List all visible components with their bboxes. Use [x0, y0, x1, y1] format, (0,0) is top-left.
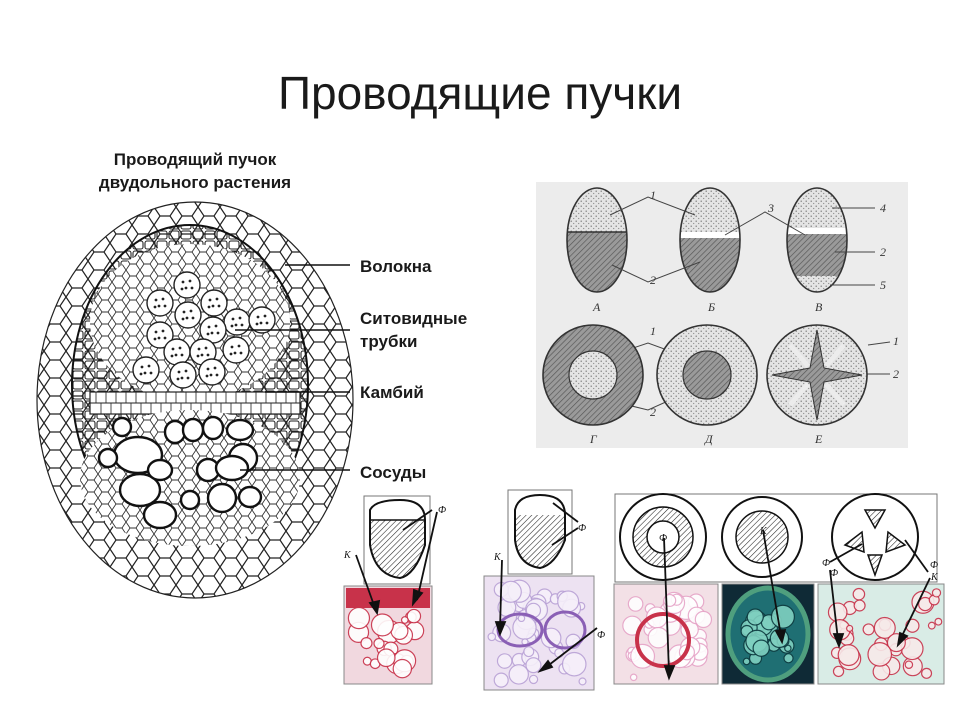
xylem-vessel: [206, 482, 238, 514]
xylem-vessel: [225, 418, 255, 442]
marker-letter: Ф: [597, 630, 605, 641]
scheme-number: 1: [650, 188, 656, 202]
scheme-letter: Г: [589, 432, 598, 446]
scheme-letter: Е: [814, 432, 823, 446]
sieve-tube: [169, 361, 197, 389]
scheme-number: 2: [893, 367, 899, 381]
sieve-tubes: [132, 271, 276, 389]
marker-letter: Ф: [578, 523, 586, 534]
scheme-letter: Д: [704, 432, 714, 446]
caption-line-2: двудольного растения: [98, 173, 292, 192]
marker-letter: Ф: [438, 505, 446, 516]
label-vessels: Сосуды: [360, 463, 427, 482]
scheme-number: 3: [767, 201, 774, 215]
xylem-vessel: [142, 500, 178, 530]
marker-letter: К: [493, 552, 502, 563]
scheme-number: 2: [650, 405, 656, 419]
scheme-number: 2: [650, 273, 656, 287]
micrograph-3: [622, 591, 713, 682]
scheme-number: 4: [880, 201, 886, 215]
label-sieve-tubes: Ситовидные трубки: [360, 307, 467, 353]
xylem-vessel: [111, 416, 133, 438]
marker-letter: К: [759, 526, 768, 537]
scheme-letter: Б: [707, 300, 715, 314]
marker-letter: Ф: [930, 560, 938, 571]
scheme-letter: В: [815, 300, 823, 314]
scheme-concentric-amphivasal: [656, 324, 758, 426]
xylem-vessel: [97, 447, 119, 469]
xylem-vessel: [146, 458, 174, 482]
scheme-number: 5: [880, 278, 886, 292]
sieve-tube: [222, 336, 250, 364]
mini-scheme-1-frame: [363, 495, 431, 585]
label-pointer-lines: [235, 264, 350, 471]
xylem-vessel: [214, 454, 250, 482]
label-sieve-line-2: трубки: [360, 332, 418, 351]
xylem-vessel: [237, 485, 263, 509]
page-title: Проводящие пучки: [277, 67, 683, 119]
xylem-vessels: [97, 415, 263, 530]
sieve-tube: [174, 301, 202, 329]
marker-letter: Ф: [830, 568, 838, 579]
scheme-collateral-open: [679, 187, 741, 293]
xylem-vessel: [181, 417, 205, 443]
sieve-tube: [132, 356, 160, 384]
scheme-letter: А: [592, 300, 601, 314]
sieve-tube: [146, 289, 174, 317]
sieve-tube: [146, 321, 174, 349]
scheme-number: 1: [650, 324, 656, 338]
scheme-radial: [766, 324, 868, 426]
marker-letter: К: [930, 572, 939, 583]
sieve-tube: [163, 338, 191, 366]
scheme-collateral-closed: [566, 187, 628, 293]
marker-letter: К: [343, 550, 352, 561]
micrograph-1: [346, 588, 430, 679]
micrographs: [343, 575, 945, 691]
left-caption: Проводящий пучок двудольного растения: [40, 148, 350, 194]
sieve-tube: [200, 289, 228, 317]
xylem-vessel: [179, 489, 201, 511]
vascular-bundle-drawing: [36, 201, 354, 599]
sieve-tube: [198, 358, 226, 386]
mini-scheme-3-frame: [614, 493, 938, 583]
caption-line-1: Проводящий пучок: [113, 150, 277, 169]
mini-scheme-2-frame: [507, 489, 573, 575]
label-sieve-line-1: Ситовидные: [360, 309, 468, 328]
sieve-tube: [173, 271, 201, 299]
sieve-tube: [223, 308, 251, 336]
bottom-arrows: [355, 502, 931, 681]
label-cambium: Камбий: [360, 383, 424, 402]
scheme-concentric-amphicribral: [542, 324, 644, 426]
xylem-vessel: [201, 415, 225, 441]
micrograph-2: [487, 579, 587, 688]
micrograph-4: [725, 585, 811, 683]
scheme-number: 1: [893, 334, 899, 348]
marker-letter: Ф: [822, 558, 830, 569]
marker-letter: Ф: [659, 533, 667, 544]
scheme-bicollateral: [786, 187, 848, 293]
xylem-vessel: [118, 472, 162, 508]
scheme-number: 2: [880, 245, 886, 259]
label-fibers: Волокна: [360, 257, 432, 276]
sieve-tube: [248, 306, 276, 334]
